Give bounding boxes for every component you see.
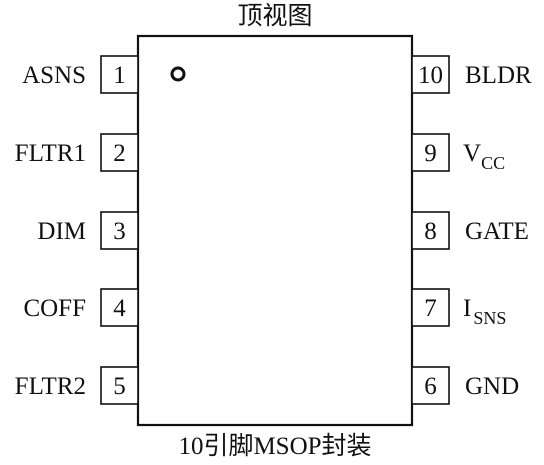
pin-6: 6 GND	[411, 366, 519, 405]
pin-4: 4 COFF	[23, 288, 139, 327]
pin-10-label: BLDR	[465, 62, 532, 89]
pin-5-lead	[100, 366, 139, 405]
pin-4-number: 4	[113, 295, 126, 322]
pin-5: 5 FLTR2	[15, 366, 139, 405]
pin-9-label: VCC	[463, 140, 505, 173]
pin-4-lead	[100, 288, 139, 327]
package-caption: 10引脚MSOP封装	[178, 432, 371, 460]
pin-5-number: 5	[113, 373, 126, 400]
pin-6-number: 6	[424, 373, 437, 400]
pin-2-label: FLTR1	[15, 140, 86, 167]
pin-6-label-main: GND	[465, 373, 519, 400]
pin-7-label-subscript: SNS	[473, 308, 506, 328]
pin-1-label: ASNS	[22, 62, 86, 89]
pin-9-label-main: V	[463, 140, 481, 167]
pin-3-label: DIM	[37, 218, 86, 245]
pin-9-lead	[411, 133, 450, 172]
pin-6-lead	[411, 366, 450, 405]
left-pins: 1 ASNS 2 FLTR1 3 DIM 4 COFF 5 FLTR2	[15, 55, 139, 405]
pin-6-label: GND	[465, 373, 519, 400]
pin-3: 3 DIM	[37, 211, 139, 250]
pin-3-number: 3	[113, 218, 126, 245]
pin-8-label-main: GATE	[465, 218, 529, 245]
pin-10-label-main: BLDR	[465, 62, 532, 89]
pin-8-lead	[411, 211, 450, 250]
pin-10: 10 BLDR	[411, 55, 532, 94]
pin-7-number: 7	[424, 295, 437, 322]
pin-2-lead	[100, 133, 139, 172]
pin-9: 9 VCC	[411, 133, 505, 173]
pin-1-lead	[100, 55, 139, 94]
pin-5-label: FLTR2	[15, 373, 86, 400]
pin-1: 1 ASNS	[22, 55, 139, 94]
pin-9-number: 9	[424, 140, 437, 167]
pin-8-number: 8	[424, 218, 437, 245]
pin-1-number: 1	[113, 62, 126, 89]
pin-4-label: COFF	[23, 295, 86, 322]
pin-10-number: 10	[418, 62, 443, 89]
pin-8-label: GATE	[465, 218, 529, 245]
pin-7-lead	[411, 288, 450, 327]
pin-3-lead	[100, 211, 139, 250]
package-body	[136, 34, 414, 427]
pin-2-number: 2	[113, 140, 126, 167]
pin-10-lead	[411, 55, 450, 94]
pin-8: 8 GATE	[411, 211, 529, 250]
pin-7-label-main: I	[463, 295, 471, 322]
pin-2: 2 FLTR1	[15, 133, 139, 172]
top-view-title: 顶视图	[237, 2, 312, 30]
pin-9-label-subscript: CC	[481, 153, 505, 173]
pin1-indicator-dot	[170, 66, 186, 82]
